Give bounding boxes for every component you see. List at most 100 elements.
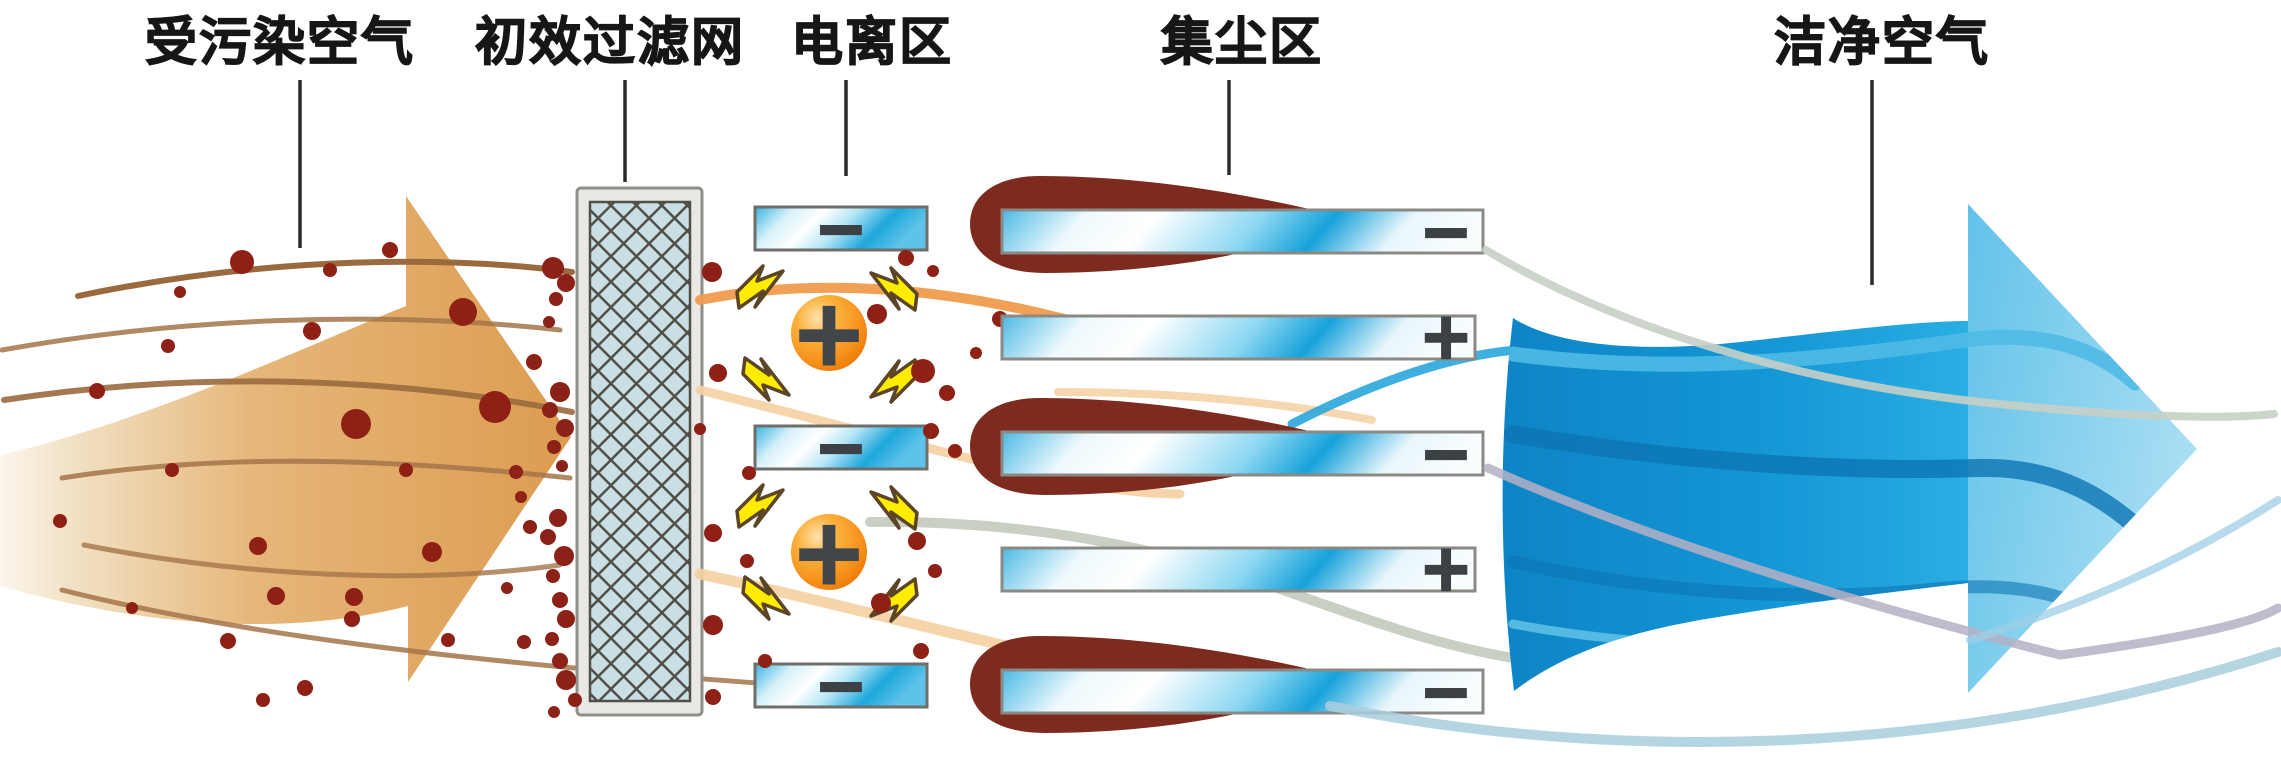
trailing-line-paleblue <box>1325 647 2281 747</box>
dust-particle <box>126 602 138 614</box>
dust-particle <box>323 263 337 277</box>
polluted-air-arrow <box>0 196 883 695</box>
positive-ion-1: + <box>735 264 919 404</box>
dust-particle <box>543 316 555 328</box>
filter-mesh-panel <box>588 200 692 703</box>
dust-particle <box>694 423 706 435</box>
dust-particle <box>303 322 321 340</box>
collector-plate-negative-3: − <box>1000 653 1485 729</box>
dust-particle <box>552 653 568 669</box>
dust-particle <box>709 364 727 382</box>
dust-particle <box>557 274 575 292</box>
label-dust-collection-zone: 集尘区 <box>1160 13 1323 73</box>
dust-particle <box>399 463 413 477</box>
stream-band <box>1504 425 2161 550</box>
ion-ball <box>791 514 867 590</box>
dust-particle <box>867 304 887 324</box>
dust-particle <box>557 610 575 628</box>
stream-band <box>1505 329 2143 391</box>
dust-particle <box>568 693 582 707</box>
dust-particle <box>939 385 955 401</box>
ionizer-plate-bar <box>753 424 929 471</box>
dust-particle <box>547 440 561 454</box>
label-clean-air: 洁净空气 <box>1774 13 1990 73</box>
collector-plate-negative-2: − <box>1000 415 1485 491</box>
minus-symbol: − <box>1420 195 1472 268</box>
dust-particle <box>549 509 567 527</box>
label-leader-lines <box>298 80 1874 285</box>
collector-plate-bar <box>1000 430 1485 477</box>
dust-particle <box>479 391 511 423</box>
dust-particle <box>758 654 772 668</box>
dust-particle <box>740 554 754 568</box>
ionizer-electrode-plate-1: − <box>753 190 929 266</box>
dust-particle <box>556 670 576 690</box>
dust-particle <box>344 611 360 627</box>
dust-particle <box>548 706 560 718</box>
minus-symbol: − <box>1420 417 1472 490</box>
dust-particle <box>341 409 371 439</box>
stream-band <box>1506 555 2095 614</box>
dust-particle <box>970 347 982 359</box>
ionizer-electrode-plate-2: − <box>753 409 929 485</box>
minus-symbol: − <box>815 192 867 265</box>
dust-particle <box>742 466 756 480</box>
dust-particle <box>549 292 563 306</box>
label-ionization-zone: 电离区 <box>791 13 953 73</box>
minus-symbol: − <box>815 649 867 722</box>
dust-particle <box>540 529 556 545</box>
dust-particle <box>345 588 363 606</box>
clean-air-arrow-body <box>1502 318 1968 691</box>
dust-particle <box>871 593 891 613</box>
dust-particle <box>220 633 236 649</box>
collector-plate-positive-2: + <box>1000 531 1477 607</box>
dust-particle <box>913 643 929 659</box>
trailing-line-paleblue <box>1966 496 2281 644</box>
flow-streamline <box>0 316 563 353</box>
dust-particle <box>441 633 455 647</box>
dust-particle <box>703 615 723 635</box>
dust-particle <box>53 514 67 528</box>
dust-particle <box>948 444 962 458</box>
pre-filter-mesh <box>575 186 704 717</box>
filter-trapped-particles <box>501 257 582 718</box>
ion-ball <box>791 295 867 371</box>
dust-particle <box>704 524 722 542</box>
dust-particle <box>267 587 285 605</box>
collector-plate-bar <box>1000 208 1485 255</box>
spark-icon <box>741 356 791 402</box>
dust-particle <box>908 532 926 550</box>
collector-plate-positive-1: + <box>1000 299 1477 375</box>
dust-particle <box>923 423 939 439</box>
dust-particle <box>89 383 105 399</box>
ionizer-electrode-plate-3: − <box>753 647 929 723</box>
dust-particle <box>556 460 568 472</box>
dust-particle <box>165 463 179 477</box>
spark-icon <box>735 483 785 529</box>
minus-symbol: − <box>1420 655 1472 728</box>
dust-particle <box>523 520 537 534</box>
dust-particle <box>526 354 542 370</box>
dust-particle <box>556 419 574 437</box>
ionization-dust-particles <box>694 250 1008 705</box>
dust-particle <box>230 250 254 274</box>
plus-symbol: + <box>1419 300 1473 374</box>
dust-particle <box>501 582 513 594</box>
dust-particle <box>542 257 564 279</box>
flow-streamline <box>81 542 563 579</box>
trailing-line-sage <box>1482 246 2278 421</box>
plus-symbol: + <box>1419 532 1473 606</box>
collector-plate-negative-1: − <box>1000 193 1485 269</box>
minus-symbol: − <box>815 411 867 484</box>
dust-particle <box>542 402 558 418</box>
clean-air-arrow-head <box>1968 204 2197 693</box>
dust-particle <box>297 680 313 696</box>
dust-particle <box>702 262 722 282</box>
collector-plate-bar <box>1000 546 1477 593</box>
dust-particle <box>552 592 568 608</box>
dust-particle <box>515 491 527 503</box>
ionizer-plate-bar <box>753 662 929 709</box>
dust-particle <box>554 546 574 566</box>
dust-particle <box>174 286 186 298</box>
